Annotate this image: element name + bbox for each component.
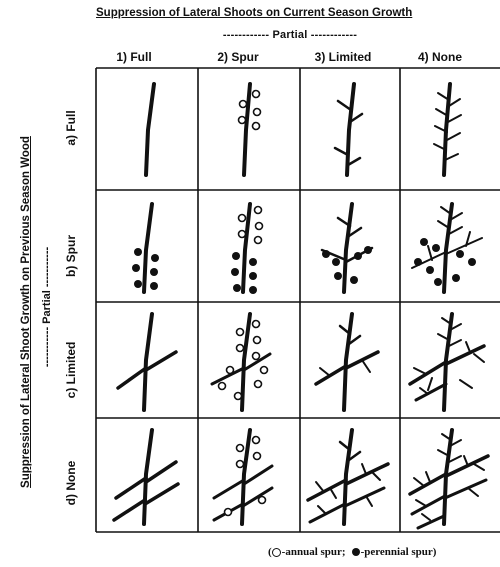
perennial-spur-symbol-icon: [352, 548, 360, 556]
cell-a1-shoot: [146, 84, 154, 175]
cell-c4-shoot: [410, 314, 484, 410]
cell-b4-shoot: [412, 204, 482, 292]
cell-d2-shoot: [214, 430, 272, 524]
footnote-legend: (-annual spur;-perennial spur): [268, 546, 436, 558]
cell-b1-shoot: [132, 204, 159, 292]
cell-c3-shoot: [316, 314, 378, 410]
cell-a3-shoot: [335, 84, 362, 175]
cell-c2-shoot: [212, 314, 270, 410]
cell-b2-shoot: [231, 204, 263, 294]
cell-d1-shoot: [114, 430, 178, 524]
cell-a2-shoot: [239, 84, 261, 175]
cell-b3-shoot: [322, 204, 372, 292]
cell-c1-shoot: [118, 314, 176, 410]
cell-d4-shoot: [410, 430, 488, 528]
footnote-annual-label: -annual spur;: [282, 546, 346, 558]
annual-spur-symbol-icon: [272, 548, 281, 557]
cell-d3-shoot: [308, 430, 388, 524]
cell-a4-shoot: [434, 84, 461, 175]
grid-lines: [96, 68, 500, 532]
footnote-perennial-label: -perennial spur): [361, 546, 437, 558]
